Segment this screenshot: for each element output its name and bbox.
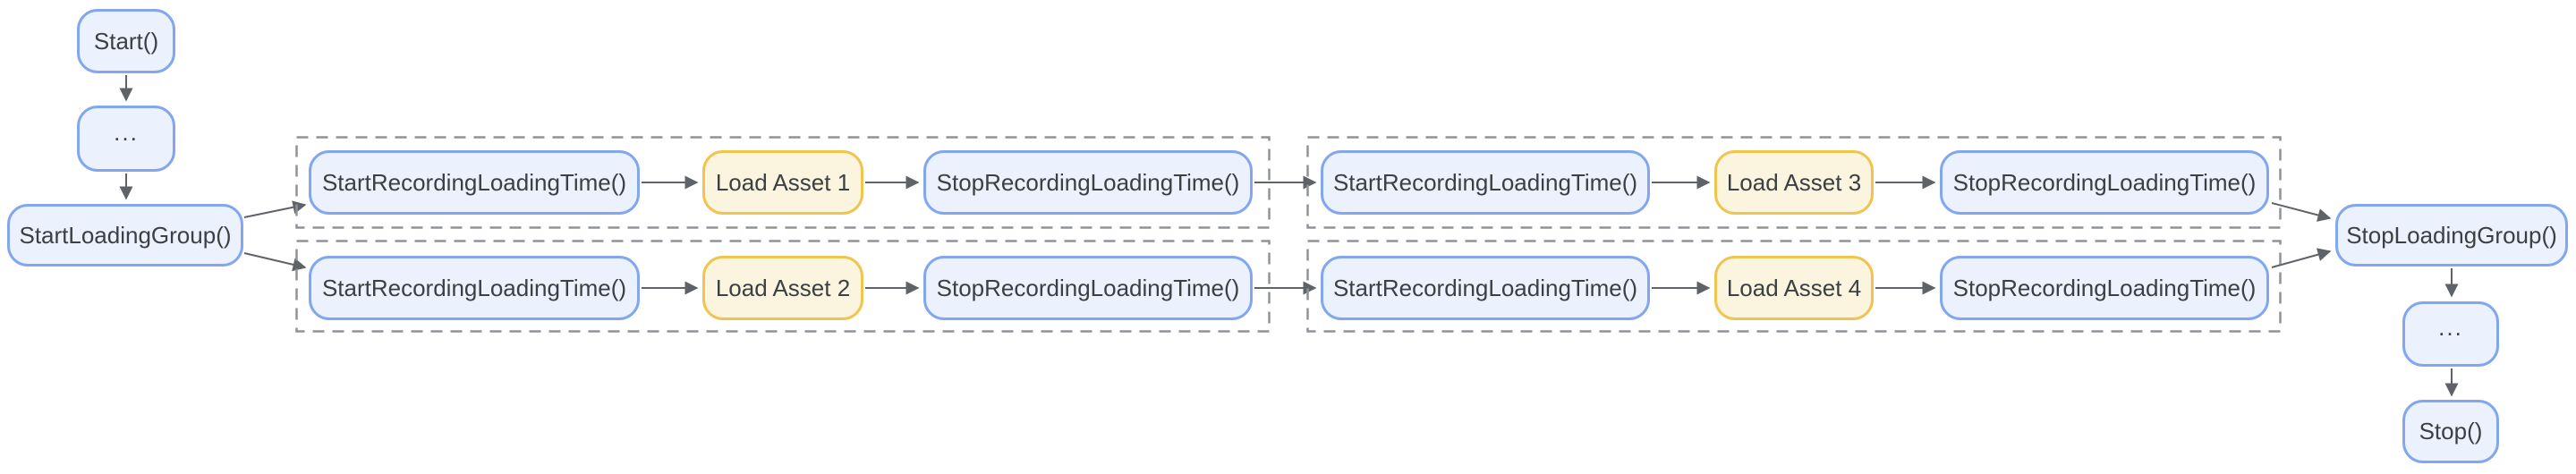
node-ellipsis-bottom: ...	[2402, 301, 2499, 367]
node-load-asset-3: Load Asset 3	[1714, 150, 1874, 215]
node-start-recording-4: StartRecordingLoadingTime()	[1321, 256, 1650, 320]
node-stop-recording-1: StopRecordingLoadingTime()	[923, 150, 1253, 215]
node-start-recording-1: StartRecordingLoadingTime()	[309, 150, 640, 215]
node-stop-loading-group: StopLoadingGroup()	[2335, 204, 2568, 267]
node-stop-recording-4: StopRecordingLoadingTime()	[1940, 256, 2269, 320]
node-stop-recording-3: StopRecordingLoadingTime()	[1940, 150, 2269, 215]
node-ellipsis-top: ...	[77, 106, 175, 172]
node-start-recording-3: StartRecordingLoadingTime()	[1321, 150, 1650, 215]
node-load-asset-4: Load Asset 4	[1714, 256, 1874, 320]
node-stop: Stop()	[2402, 400, 2499, 463]
node-start-recording-2: StartRecordingLoadingTime()	[309, 256, 640, 320]
node-stop-recording-2: StopRecordingLoadingTime()	[923, 256, 1253, 320]
node-load-asset-1: Load Asset 1	[702, 150, 863, 215]
node-start: Start()	[77, 9, 175, 73]
node-start-loading-group: StartLoadingGroup()	[7, 204, 243, 267]
node-load-asset-2: Load Asset 2	[702, 256, 863, 320]
